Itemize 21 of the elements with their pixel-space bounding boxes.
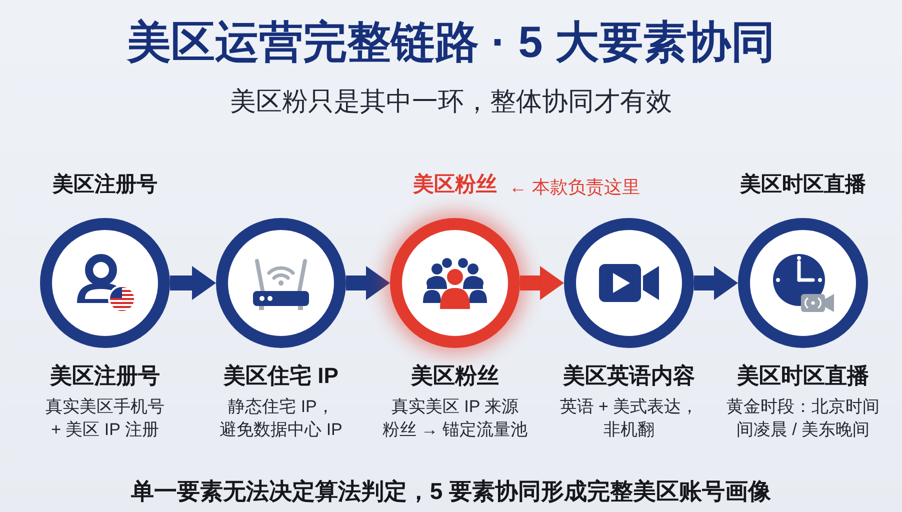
arrow bbox=[694, 266, 738, 300]
step-title: 美区注册号 bbox=[50, 362, 160, 390]
step-description: 真实美区 IP 来源粉丝 → 锚定流量池 bbox=[382, 396, 528, 441]
step-description: 黄金时段：北京时间间凌晨 / 美东晚间 bbox=[726, 396, 880, 441]
subtitle: 美区粉只是其中一环，整体协同才有效 bbox=[230, 85, 672, 118]
step-title: 美区住宅 IP bbox=[224, 362, 338, 390]
highlight-note: ← 本款负责这里 bbox=[509, 176, 640, 199]
arrow bbox=[170, 266, 216, 300]
step-label: 美区时区直播 bbox=[740, 172, 866, 198]
step-title: 美区时区直播 bbox=[737, 362, 869, 390]
step-description: 真实美区手机号+ 美区 IP 注册 bbox=[46, 396, 164, 441]
title: 美区运营完整链路 · 5 大要素协同 bbox=[127, 17, 775, 69]
step-label: 美区粉丝 bbox=[413, 172, 497, 198]
step-label: 美区注册号 bbox=[52, 172, 158, 198]
caption: 单一要素无法决定算法判定，5 要素协同形成完整美区账号画像 bbox=[130, 477, 772, 506]
step-title: 美区英语内容 bbox=[563, 362, 695, 390]
arrow bbox=[520, 266, 564, 300]
step-description: 静态住宅 IP，避免数据中心 IP bbox=[220, 396, 342, 441]
arrow bbox=[346, 266, 390, 300]
step-title: 美区粉丝 bbox=[411, 362, 499, 390]
step-description: 英语 + 美式表达，非机翻 bbox=[560, 396, 698, 441]
